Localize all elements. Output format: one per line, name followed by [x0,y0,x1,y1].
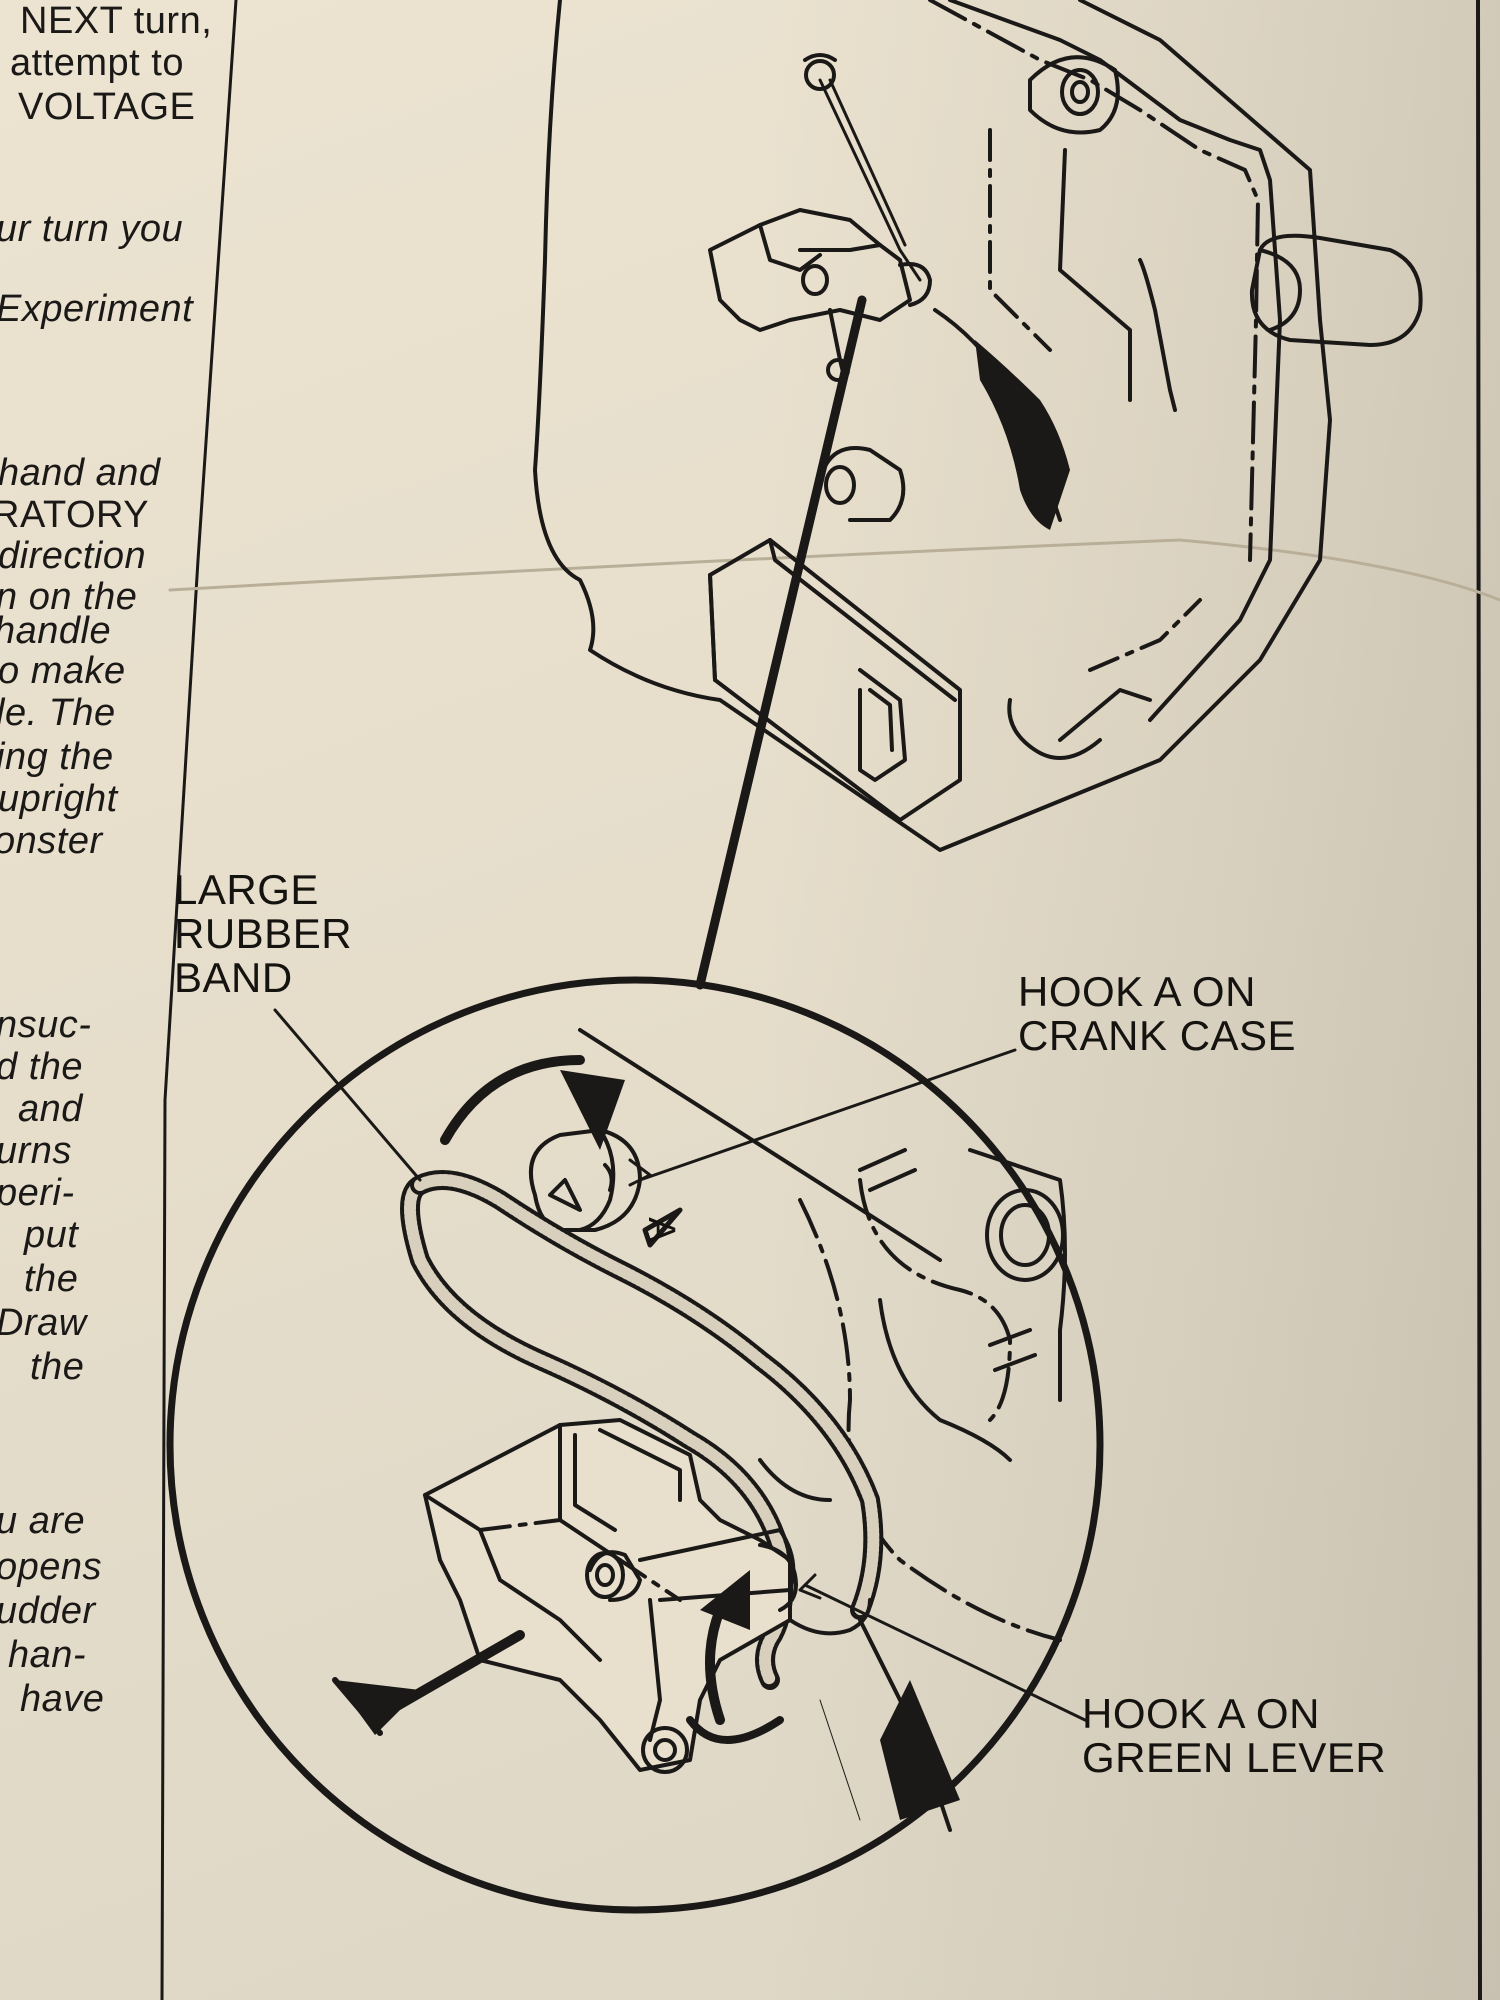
text-line: onster [0,820,103,862]
crank-case-housing [533,0,1423,852]
text-line: nsuc- [0,1004,92,1046]
text-line: hand and [0,452,161,494]
callout-hook-green-lever: HOOK A ON GREEN LEVER [1082,1692,1386,1780]
lever-bracket-box [708,538,962,822]
text-line: VOLTAGE [18,86,196,128]
instruction-text-column: NEXT turn, attempt to VOLTAGE ur turn yo… [0,0,230,1800]
text-line: Draw [0,1302,87,1344]
text-line: and [18,1088,83,1130]
green-lever [423,1418,872,1774]
text-line: n on the [0,576,138,618]
callout-line: HOOK A ON [1082,1690,1320,1737]
column-rule [160,0,238,2000]
small-peg [818,446,906,522]
text-line: opens [0,1546,103,1588]
text-line: udder [0,1590,96,1632]
fold-crease [168,538,1500,602]
rotation-arrow-top [440,1055,585,1145]
magnifier-connector [695,295,867,990]
text-line: handle [0,610,112,652]
text-line: upright [0,778,118,820]
text-line: put [24,1214,79,1256]
text-line: le. The [0,692,116,734]
text-line: ing the [0,736,114,778]
dark-arm-shadow [975,340,1070,530]
text-line: attempt to [10,42,184,84]
part-letter-a: A [639,1217,682,1243]
detail-circle [166,976,1104,1914]
text-line: Experiment [0,288,194,330]
text-line: the [24,1258,79,1300]
callout-line: RUBBER [174,910,353,957]
text-line: have [20,1678,105,1720]
text-line: d the [0,1046,84,1088]
leader-hook-crank [638,1048,1017,1182]
text-line: u are [0,1500,86,1542]
rotation-arrow-bottom [705,1605,725,1725]
right-border [1476,0,1482,2000]
callout-line: BAND [174,954,293,1001]
callout-line: LARGE [174,866,319,913]
text-line: urns [0,1130,72,1172]
callout-rubber-band: LARGE RUBBER BAND [174,868,352,1000]
callout-line: HOOK A ON [1018,968,1256,1015]
text-line: RATORY [0,494,150,536]
text-line: NEXT turn, [20,0,213,42]
text-line: the [30,1346,85,1388]
callout-line: GREEN LEVER [1082,1734,1387,1781]
dark-wedge [880,1680,960,1820]
pull-arrow-head [335,1680,420,1735]
leader-hook-lever [803,1583,1087,1722]
hook-letter-a [642,1207,683,1248]
text-line: direction [0,535,147,577]
text-line: ur turn you [0,208,184,250]
text-line: peri- [0,1172,75,1214]
crank-case-hook [528,1128,642,1232]
text-line: o make [0,650,126,692]
upper-lever [708,53,1062,522]
rotation-arrow-bottom-head [700,1570,750,1630]
callout-line: CRANK CASE [1018,1012,1297,1059]
leader-rubber-band [273,1008,422,1182]
rotation-arrow-top-head [560,1070,625,1150]
callout-hook-crank-case: HOOK A ON CRANK CASE [1018,970,1296,1058]
text-line: han- [8,1634,87,1676]
